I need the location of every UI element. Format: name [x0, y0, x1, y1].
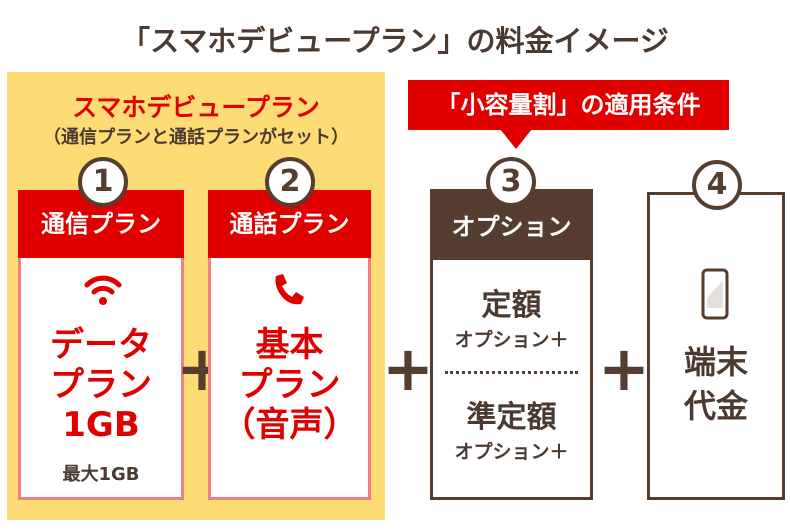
basic-plan-text: 基本 プラン （音声）	[208, 325, 371, 445]
smartphone-icon	[701, 268, 729, 320]
device-cost-text: 端末 代金	[647, 340, 785, 428]
panel-title: スマホデビュープラン	[72, 93, 320, 122]
wifi-icon	[84, 275, 122, 305]
phone-icon	[275, 274, 304, 305]
divider	[445, 371, 578, 374]
plus-icon: +	[382, 332, 434, 405]
step-3-badge: 3	[486, 157, 536, 207]
device-cost-box	[647, 192, 785, 500]
line: 代金	[683, 387, 748, 425]
line: 基本	[255, 325, 324, 365]
page-title: 「スマホデビュープラン」の料金イメージ	[121, 24, 669, 58]
line: プラン	[238, 365, 341, 405]
step-4-badge: 4	[692, 160, 742, 210]
line: （音声）	[221, 405, 358, 445]
data-plan-text: データ プラン 1GB	[18, 325, 184, 445]
step-2-badge: 2	[265, 157, 315, 207]
line: データ	[50, 325, 152, 365]
line: 端末	[683, 343, 748, 381]
semi-fixed-option-sub: オプション＋	[454, 441, 569, 463]
max-data-note: 最大1GB	[62, 464, 140, 485]
step-1-badge: 1	[78, 157, 128, 207]
tag-pointer	[500, 129, 532, 149]
line: 1GB	[62, 405, 140, 445]
line: プラン	[50, 365, 152, 405]
semi-fixed-option: 準定額	[466, 400, 557, 435]
fixed-option: 定額	[481, 288, 542, 323]
panel-subtitle: （通信プランと通話プランがセット）	[43, 127, 349, 148]
fixed-option-sub: オプション＋	[454, 329, 569, 351]
small-capacity-discount-tag: 「小容量割」の適用条件	[408, 80, 729, 130]
plus-icon: +	[598, 332, 650, 405]
